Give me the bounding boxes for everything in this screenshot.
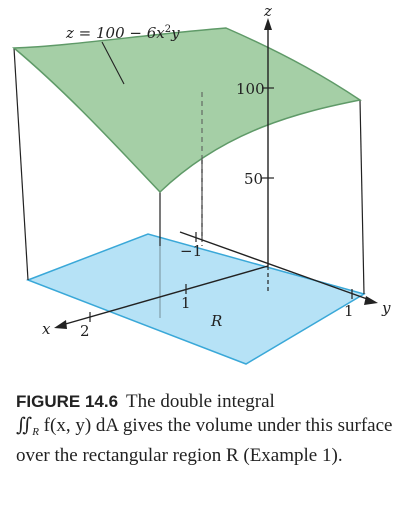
vertical-edge-left — [13, 47, 29, 281]
surface-diagram: z = 100 − 6x2y z x y 100 50 1 2 −1 1 R — [12, 2, 391, 365]
z-axis-arrow — [264, 18, 272, 30]
x-axis — [61, 265, 269, 326]
z-tick-label-100: 100 — [236, 80, 265, 98]
y-axis — [179, 231, 371, 301]
x-tick-label-2: 2 — [80, 322, 90, 340]
x-axis-arrow — [54, 320, 67, 329]
z-tick-label-50: 50 — [244, 170, 263, 188]
surface-equation: z = 100 − 6x2y — [65, 24, 180, 42]
y-tick-label-1: 1 — [344, 302, 354, 320]
caption-text-2: f(x, y) dA gives the volume under this s… — [16, 415, 393, 466]
y-axis-arrow — [364, 296, 378, 305]
region-label: R — [210, 312, 222, 330]
caption-text-1: The double integral — [126, 391, 275, 412]
z-axis-label: z — [263, 2, 272, 20]
figure-caption: FIGURE 14.6 The double integral ∬R f(x, y… — [16, 390, 401, 468]
y-axis-label: y — [381, 299, 391, 317]
vertical-edge-right — [359, 99, 365, 295]
integral-subscript: R — [32, 426, 39, 438]
x-tick-label-1: 1 — [181, 294, 191, 312]
caption-label: FIGURE 14.6 — [16, 392, 119, 411]
surface — [12, 27, 362, 194]
integral-symbol: ∬ — [16, 415, 33, 436]
equation-pointer — [101, 41, 125, 85]
y-tick-label-neg1: −1 — [180, 242, 202, 260]
x-axis-label: x — [42, 320, 51, 338]
